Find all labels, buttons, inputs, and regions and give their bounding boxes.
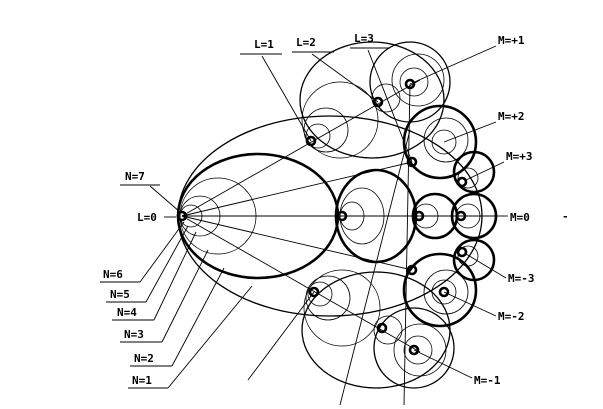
- m-plus2-ring-1: [423, 117, 469, 163]
- label-l0: L=0: [137, 211, 157, 224]
- label-m-minus2-pointer: [443, 291, 497, 317]
- m-plus3-ring: [457, 167, 479, 189]
- ray-vertical-upper: [403, 83, 411, 406]
- upper-lobe-ring-3: [305, 123, 331, 149]
- ray-upper: [181, 79, 421, 217]
- lower-lobe-ring-3: [307, 281, 333, 307]
- label-l2-pointer: [311, 53, 379, 103]
- ray-left-lower: [247, 291, 315, 381]
- label-m-plus3-pointer: [465, 161, 505, 181]
- m-minus3-ring: [457, 245, 479, 267]
- m-minus3-circle: [452, 238, 496, 282]
- ray-lower-2: [181, 215, 413, 271]
- m-minus2-node: [438, 286, 450, 298]
- m-minus3-node: [456, 246, 468, 258]
- label-m-minus3: M=-3: [508, 272, 535, 285]
- label-n5: N=5: [110, 288, 130, 301]
- upper-lobe-ellipse: [299, 41, 445, 159]
- m-minus2-ring-2: [431, 279, 457, 305]
- label-m-plus2: M=+2: [498, 110, 525, 123]
- label-m-plus1: M=+1: [498, 34, 525, 47]
- m-minus1-node: [408, 344, 420, 356]
- lower-lobe-ellipse: [301, 271, 451, 389]
- m-plus1-ring-2: [399, 67, 429, 97]
- ray-vertical-lower: [339, 129, 411, 406]
- m-minus2-circle: [402, 252, 478, 328]
- m-plus3-circle: [452, 150, 496, 194]
- label-m-minus3-pointer: [465, 253, 507, 279]
- upper-lobe-ring-2: [303, 107, 349, 153]
- label-m-minus1-pointer: [413, 349, 473, 379]
- lower-lobe-node: [308, 286, 320, 298]
- label-n5-pointer: [145, 225, 189, 303]
- lower-lobe-ring-1: [303, 269, 381, 347]
- lower-lobe-ring-2: [305, 275, 351, 321]
- label-n2: N=2: [134, 352, 154, 365]
- label-n7-pointer: [149, 185, 181, 213]
- label-n6-pointer: [139, 221, 185, 283]
- m-plus1-ring-1: [391, 53, 445, 107]
- label-l2: L=2: [296, 36, 316, 49]
- m-minus1-big-circle: [373, 307, 455, 389]
- label-n1-pointer: [167, 285, 253, 389]
- m-plus1-big-circle: [369, 41, 451, 123]
- ray-upper-2: [181, 161, 413, 217]
- label-m-minus2: M=-2: [498, 310, 525, 323]
- upper-lobe-ring-1: [301, 81, 379, 159]
- m-plus3-node: [456, 176, 468, 188]
- label-n4-pointer: [153, 231, 197, 321]
- label-l1-pointer: [261, 55, 312, 142]
- ray-lower: [181, 215, 421, 353]
- label-m-plus2-pointer: [443, 121, 497, 143]
- m-plus2-circle: [402, 104, 478, 180]
- stray-mark: -: [562, 210, 569, 223]
- m-plus2-ring-2: [431, 129, 457, 155]
- label-n7: N=7: [125, 170, 145, 183]
- label-m-plus3: M=+3: [506, 150, 533, 163]
- label-m-plus1-pointer: [409, 45, 497, 85]
- label-l3: L=3: [354, 32, 374, 45]
- label-n1: N=1: [132, 374, 152, 387]
- m-minus1-ring-1: [393, 323, 447, 377]
- upper-lobe-node: [305, 135, 317, 147]
- label-n3-pointer: [161, 249, 209, 343]
- m-plus2-node: [406, 156, 418, 168]
- label-n4: N=4: [117, 306, 137, 319]
- label-l3-pointer: [367, 49, 413, 163]
- label-m-minus1: M=-1: [474, 374, 501, 387]
- label-n2-pointer: [171, 267, 225, 367]
- label-n3: N=3: [124, 328, 144, 341]
- m-minus1-ring-3: [373, 315, 403, 345]
- m-minus2-node-b: [406, 264, 418, 276]
- label-l1: L=1: [254, 38, 274, 51]
- label-m0: M=0: [510, 211, 530, 224]
- m-minus1-ring-2: [403, 335, 433, 365]
- label-n6: N=6: [103, 268, 123, 281]
- m-minus2-ring-1: [423, 269, 469, 315]
